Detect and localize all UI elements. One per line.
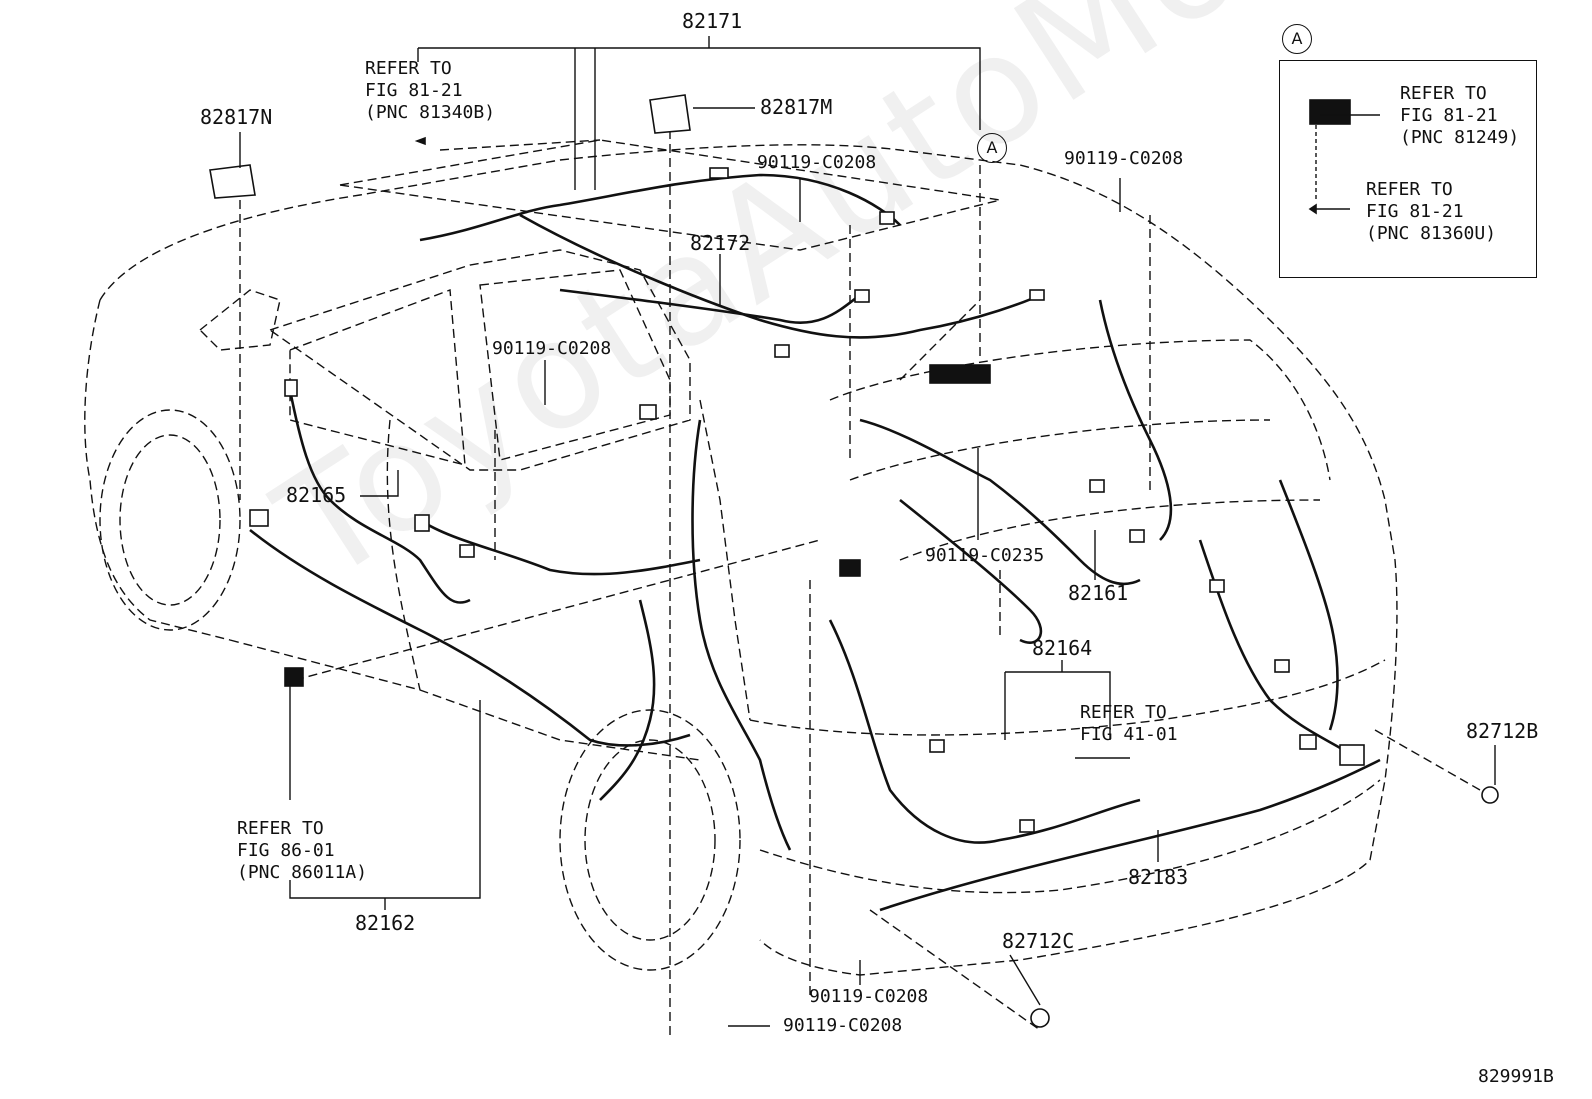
- part-label-82817M: 82817M: [760, 95, 833, 119]
- part-label-82172: 82172: [690, 231, 751, 255]
- view-marker-a-body: A: [977, 133, 1007, 163]
- ref-86011A-line3: (PNC 86011A): [237, 862, 368, 883]
- ref-81340B-line3: (PNC 81340B): [365, 102, 496, 123]
- part-label-82171: 82171: [682, 9, 743, 33]
- view-marker-a-inset: A: [1282, 24, 1312, 54]
- bolt-label-lower: 90119-C0208: [809, 986, 929, 1007]
- part-label-82164: 82164: [1032, 636, 1093, 660]
- ref-81360U-line2: FIG 81-21: [1366, 201, 1464, 222]
- ref-81340B-line1: REFER TO: [365, 58, 452, 79]
- vehicle-body-outline: [84, 130, 1481, 1040]
- bolt-label-bottom: 90119-C0208: [783, 1015, 903, 1036]
- bolt-label-roof: 90119-C0208: [757, 152, 877, 173]
- part-label-82161: 82161: [1068, 581, 1129, 605]
- part-label-82183: 82183: [1128, 865, 1189, 889]
- bolt-label-door: 90119-C0208: [492, 338, 612, 359]
- ref-81249-line2: FIG 81-21: [1400, 105, 1498, 126]
- detail-inset-a: REFER TO FIG 81-21 (PNC 81249) REFER TO …: [1279, 60, 1537, 278]
- ref-81249-line1: REFER TO: [1400, 83, 1487, 104]
- ref-86011A-line1: REFER TO: [237, 818, 324, 839]
- ref-41-01-line1: REFER TO: [1080, 702, 1167, 723]
- ref-81340B: REFER TO FIG 81-21 (PNC 81340B): [365, 58, 495, 124]
- bolt-label-roof-rear: 90119-C0208: [1064, 148, 1184, 169]
- ref-81360U-line1: REFER TO: [1366, 179, 1453, 200]
- part-label-82817N: 82817N: [200, 105, 273, 129]
- callout-leader-lines: [239, 36, 1496, 1027]
- part-label-82712C: 82712C: [1002, 929, 1075, 953]
- part-label-82162: 82162: [355, 911, 416, 935]
- ref-81249: REFER TO FIG 81-21 (PNC 81249): [1400, 83, 1519, 149]
- ref-81340B-line2: FIG 81-21: [365, 80, 463, 101]
- part-label-82712B: 82712B: [1466, 719, 1539, 743]
- connector-marks: [209, 94, 1499, 1028]
- ref-86011A-line2: FIG 86-01: [237, 840, 335, 861]
- drawing-code: 829991B: [1478, 1066, 1554, 1087]
- bolt-label-hatch: 90119-C0235: [925, 545, 1045, 566]
- ref-81249-line3: (PNC 81249): [1400, 127, 1520, 148]
- wire-harness-bundles: [249, 173, 1381, 912]
- ref-41-01: REFER TO FIG 41-01: [1080, 702, 1178, 746]
- part-label-82165: 82165: [286, 483, 347, 507]
- ref-41-01-line2: FIG 41-01: [1080, 724, 1178, 745]
- ref-81360U-line3: (PNC 81360U): [1366, 223, 1497, 244]
- ref-81360U: REFER TO FIG 81-21 (PNC 81360U): [1366, 179, 1496, 245]
- ref-86011A: REFER TO FIG 86-01 (PNC 86011A): [237, 818, 367, 884]
